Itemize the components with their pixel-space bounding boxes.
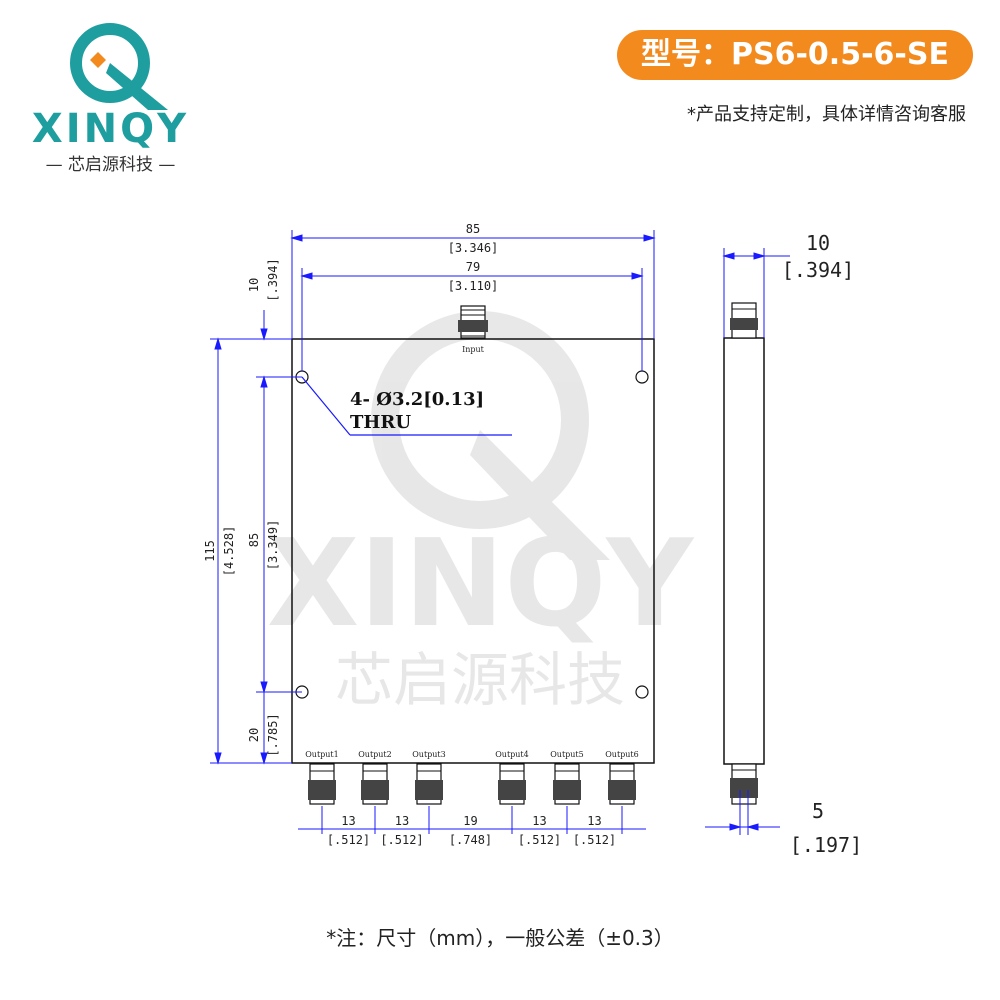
input-label: Input	[462, 345, 485, 354]
spacing-in-5: [.512]	[573, 833, 616, 847]
dim-bottom-offset	[260, 692, 268, 765]
output-connector-4	[498, 763, 526, 805]
dim-hole-pitch-in: [3.349]	[266, 520, 280, 571]
output-connector-2	[361, 763, 389, 805]
spacing-mm-3: 19	[463, 814, 477, 828]
callout-leader	[301, 376, 351, 436]
mounting-hole	[635, 685, 649, 699]
watermark: XINQY 芯启源科技	[267, 311, 696, 714]
dim-height	[210, 337, 292, 765]
dim-top-offset	[256, 310, 302, 378]
spacing-in-3: [.748]	[449, 833, 492, 847]
dim-side-thickness-in: [.394]	[782, 258, 854, 282]
dim-bottom-mm: 20	[247, 728, 261, 742]
brand-name: XINQY	[31, 106, 190, 152]
output-connector-5	[553, 763, 581, 805]
custom-note: *产品支持定制，具体详情咨询客服	[687, 104, 966, 125]
dim-side-thickness	[722, 248, 790, 338]
dim-holes-mm: 79	[466, 260, 480, 274]
dim-height-mm: 115	[203, 540, 217, 562]
output-label-2: Output2	[358, 750, 392, 759]
side-output-connector	[730, 763, 758, 805]
spacing-mm-1: 13	[341, 814, 355, 828]
splitter-body-outline	[291, 338, 655, 764]
brand-logo: XINQY — 芯启源科技 —	[18, 18, 203, 175]
dim-side-connector-mm: 5	[812, 799, 824, 823]
logo-q-icon	[70, 23, 168, 110]
watermark-word: XINQY	[267, 515, 696, 654]
dim-top-mm: 10	[247, 278, 261, 292]
brand-subtitle: — 芯启源科技 —	[45, 155, 176, 175]
dim-bottom-in: [.785]	[266, 713, 280, 756]
output-label-5: Output5	[550, 750, 584, 759]
tolerance-note: *注：尺寸（mm），一般公差（±0.3）	[326, 926, 674, 950]
spacing-mm-5: 13	[587, 814, 601, 828]
dim-side-thickness-mm: 10	[806, 231, 830, 255]
output-connectors: Output1 Output2 Output3 Output4 Output5 Outpu…	[305, 750, 639, 805]
dim-width-mm: 85	[466, 222, 480, 236]
dim-height-in: [4.528]	[222, 526, 236, 577]
mounting-hole	[635, 370, 649, 384]
hole-callout: 4- Ø3.2[0.13]	[350, 389, 484, 410]
dim-top-in: [.394]	[266, 258, 280, 301]
side-view-body	[723, 337, 765, 765]
spacing-in-1: [.512]	[327, 833, 370, 847]
output-connector-1	[308, 763, 336, 805]
dim-holes	[300, 268, 644, 371]
output-label-1: Output1	[305, 750, 339, 759]
dim-holes-in: [3.110]	[448, 279, 499, 293]
dim-hole-pitch-mm: 85	[247, 533, 261, 547]
output-label-3: Output3	[412, 750, 446, 759]
spacing-mm-2: 13	[395, 814, 409, 828]
output-connector-3	[415, 763, 443, 805]
side-input-connector	[730, 302, 758, 339]
input-connector	[458, 305, 488, 339]
output-connector-6	[608, 763, 636, 805]
dim-side-connector	[705, 790, 780, 835]
output-label-4: Output4	[495, 750, 529, 759]
dim-width-in: [3.346]	[448, 241, 499, 255]
dim-width	[290, 230, 656, 339]
output-spacing-dims: 13 [.512] 13 [.512] 19 [.748] 13 [.512] 13 [.512]	[298, 806, 646, 847]
dim-side-connector-in: [.197]	[790, 833, 862, 857]
model-label: 型号：PS6-0.5-6-SE	[617, 30, 973, 80]
spacing-in-4: [.512]	[518, 833, 561, 847]
spacing-mm-4: 13	[532, 814, 546, 828]
hole-callout-thru: THRU	[350, 412, 411, 433]
spacing-in-2: [.512]	[380, 833, 423, 847]
watermark-sub: 芯启源科技	[335, 646, 625, 714]
output-label-6: Output6	[605, 750, 639, 759]
